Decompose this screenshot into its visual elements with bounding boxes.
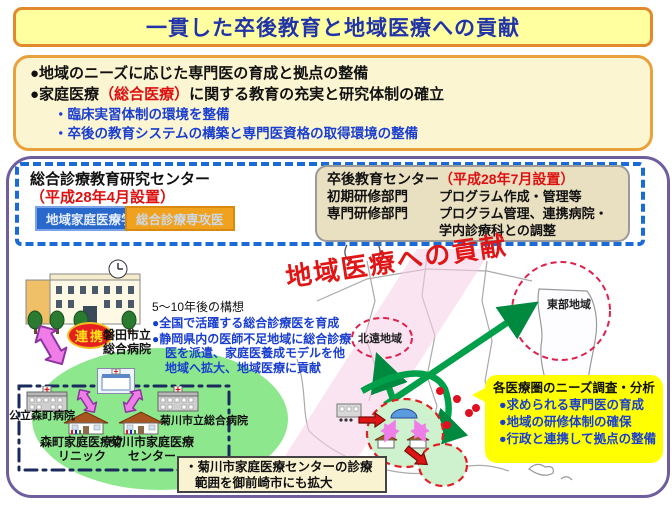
vision-block: 5～10年後の構想 ●全国で活躍する総合診療医を育成 ●静岡県内の医師不足地域に…	[152, 300, 354, 375]
needs-callout-heading: 各医療圏のニーズ調査・分析	[493, 381, 655, 395]
tree-icons	[27, 310, 137, 334]
goal-sub-2: ・卒後の教育システムの構築と専門医資格の取得環境の整備	[54, 126, 419, 141]
morimachi-hospital-icon	[25, 385, 69, 412]
link-arrow-small-left	[71, 384, 103, 418]
renkei-badge: 連携	[67, 322, 113, 349]
kikugawa-center-label: 菊川市家庭医療センター	[109, 435, 194, 463]
needs-item-2: ●地域の研修体制の確保	[499, 415, 632, 429]
izu-islands-outline	[528, 463, 573, 481]
badge-general-practice-resident: 総合診療専攻医	[125, 206, 235, 231]
postgrad-center-established: （平成28年7月設置）	[439, 171, 575, 187]
postgrad-row-specialty-label: 専門研修部門	[327, 206, 408, 221]
region-north-label: 北遠地域	[358, 333, 402, 345]
kikugawa-hospital-icon	[156, 385, 200, 412]
goal-line-2-post: に関する教育の充実と研究体制の確立	[189, 86, 445, 103]
needs-item-3: ●行政と連携して拠点の整備	[499, 432, 657, 446]
dispatch-dots	[436, 387, 480, 429]
cooperation-frame	[16, 383, 232, 473]
iwata-hospital-label: 磐田市立総合病院	[103, 328, 152, 356]
link-arrow-icon	[27, 318, 76, 373]
goal-line-2-red: （総合医療）	[99, 86, 190, 103]
kikugawa-coverage-circle	[365, 397, 445, 469]
postgrad-row-initial-desc: プログラム作成・管理等	[439, 189, 582, 204]
iwata-hospital-photo	[97, 368, 135, 394]
needs-item-1: ●求められる専門医の育成	[499, 398, 645, 412]
postgrad-row-initial-label: 初期研修部門	[327, 189, 408, 204]
vision-item-1: ●全国で活躍する総合診療医を育成	[152, 316, 340, 330]
dome-hospital-icon	[390, 408, 418, 419]
goal-line-2-pre: ●家庭医療	[30, 86, 100, 103]
vision-heading: 5～10年後の構想	[152, 300, 245, 314]
postgrad-center-name: 卒後教育センター	[327, 171, 439, 187]
postgrad-row-specialty-desc: プログラム管理、連携病院・学内診療科との調整	[439, 206, 608, 238]
university-building-icon	[25, 258, 151, 340]
gp-center-name: 総合診療教育研究センター	[30, 171, 211, 188]
morimachi-clinic-label: 森町家庭医療クリニック	[39, 435, 124, 463]
goal-line-2: ●家庭医療（総合医療）に関する教育の充実と研究体制の確立	[30, 84, 636, 105]
kikugawa-hospital-label: 菊川市立総合病院	[160, 415, 248, 427]
omaezaki-coverage-circle	[417, 442, 469, 488]
morimachi-clinic-icon	[63, 411, 109, 435]
postgrad-row-initial: 初期研修部門 プログラム作成・管理等	[327, 188, 618, 205]
map-pink-arrows	[380, 419, 430, 443]
needs-callout: 各医療圏のニーズ調査・分析 ●求められる専門医の育成 ●地域の研修体制の確保 ●…	[485, 375, 663, 463]
connector-squiggles	[344, 242, 381, 262]
bottom-note: ・菊川市家庭医療センターの診療範囲を御前崎市にも拡大	[177, 456, 387, 493]
title-box: 一貫した卒後教育と地域医療への貢献	[13, 7, 653, 47]
gp-center-established: （平成28年4月設置）	[30, 189, 176, 206]
needs-callout-tail	[472, 387, 487, 403]
postgrad-row-specialty: 専門研修部門 プログラム管理、連携病院・学内診療科との調整	[327, 205, 618, 239]
goals-box: ●地域のニーズに応じた専門医の育成と拠点の整備 ●家庭医療（総合医療）に関する教…	[13, 55, 653, 151]
link-arrow-small-right	[117, 384, 149, 418]
vision-item-2: ●静岡県内の医師不足地域に総合診療医を派遣、家庭医養成モデルを他地域へ拡大、地域…	[152, 331, 352, 375]
expansion-red-arrows	[358, 411, 429, 466]
centers-dashed-box	[15, 162, 645, 246]
postgrad-title-row: 卒後教育センター （平成28年7月設置）	[327, 171, 618, 188]
kikugawa-center-icon	[118, 411, 164, 435]
region-east-label: 東部地域	[547, 299, 591, 311]
map-hospital-icon	[336, 403, 362, 422]
region-circle-north	[351, 317, 413, 359]
morimachi-hospital-label: 公立森町病院	[9, 410, 75, 422]
page-title: 一貫した卒後教育と地域医療への貢献	[146, 17, 520, 40]
goal-sub-1: ・臨床実習体制の環境を整備	[54, 107, 230, 122]
main-diagram-box: 総合診療教育研究センター （平成28年4月設置） 地域家庭医療学 総合診療専攻医…	[6, 156, 670, 498]
postgrad-center-box: 卒後教育センター （平成28年7月設置） 初期研修部門 プログラム作成・管理等 …	[315, 165, 630, 242]
goal-line-1: ●地域のニーズに応じた専門医の育成と拠点の整備	[30, 65, 369, 82]
